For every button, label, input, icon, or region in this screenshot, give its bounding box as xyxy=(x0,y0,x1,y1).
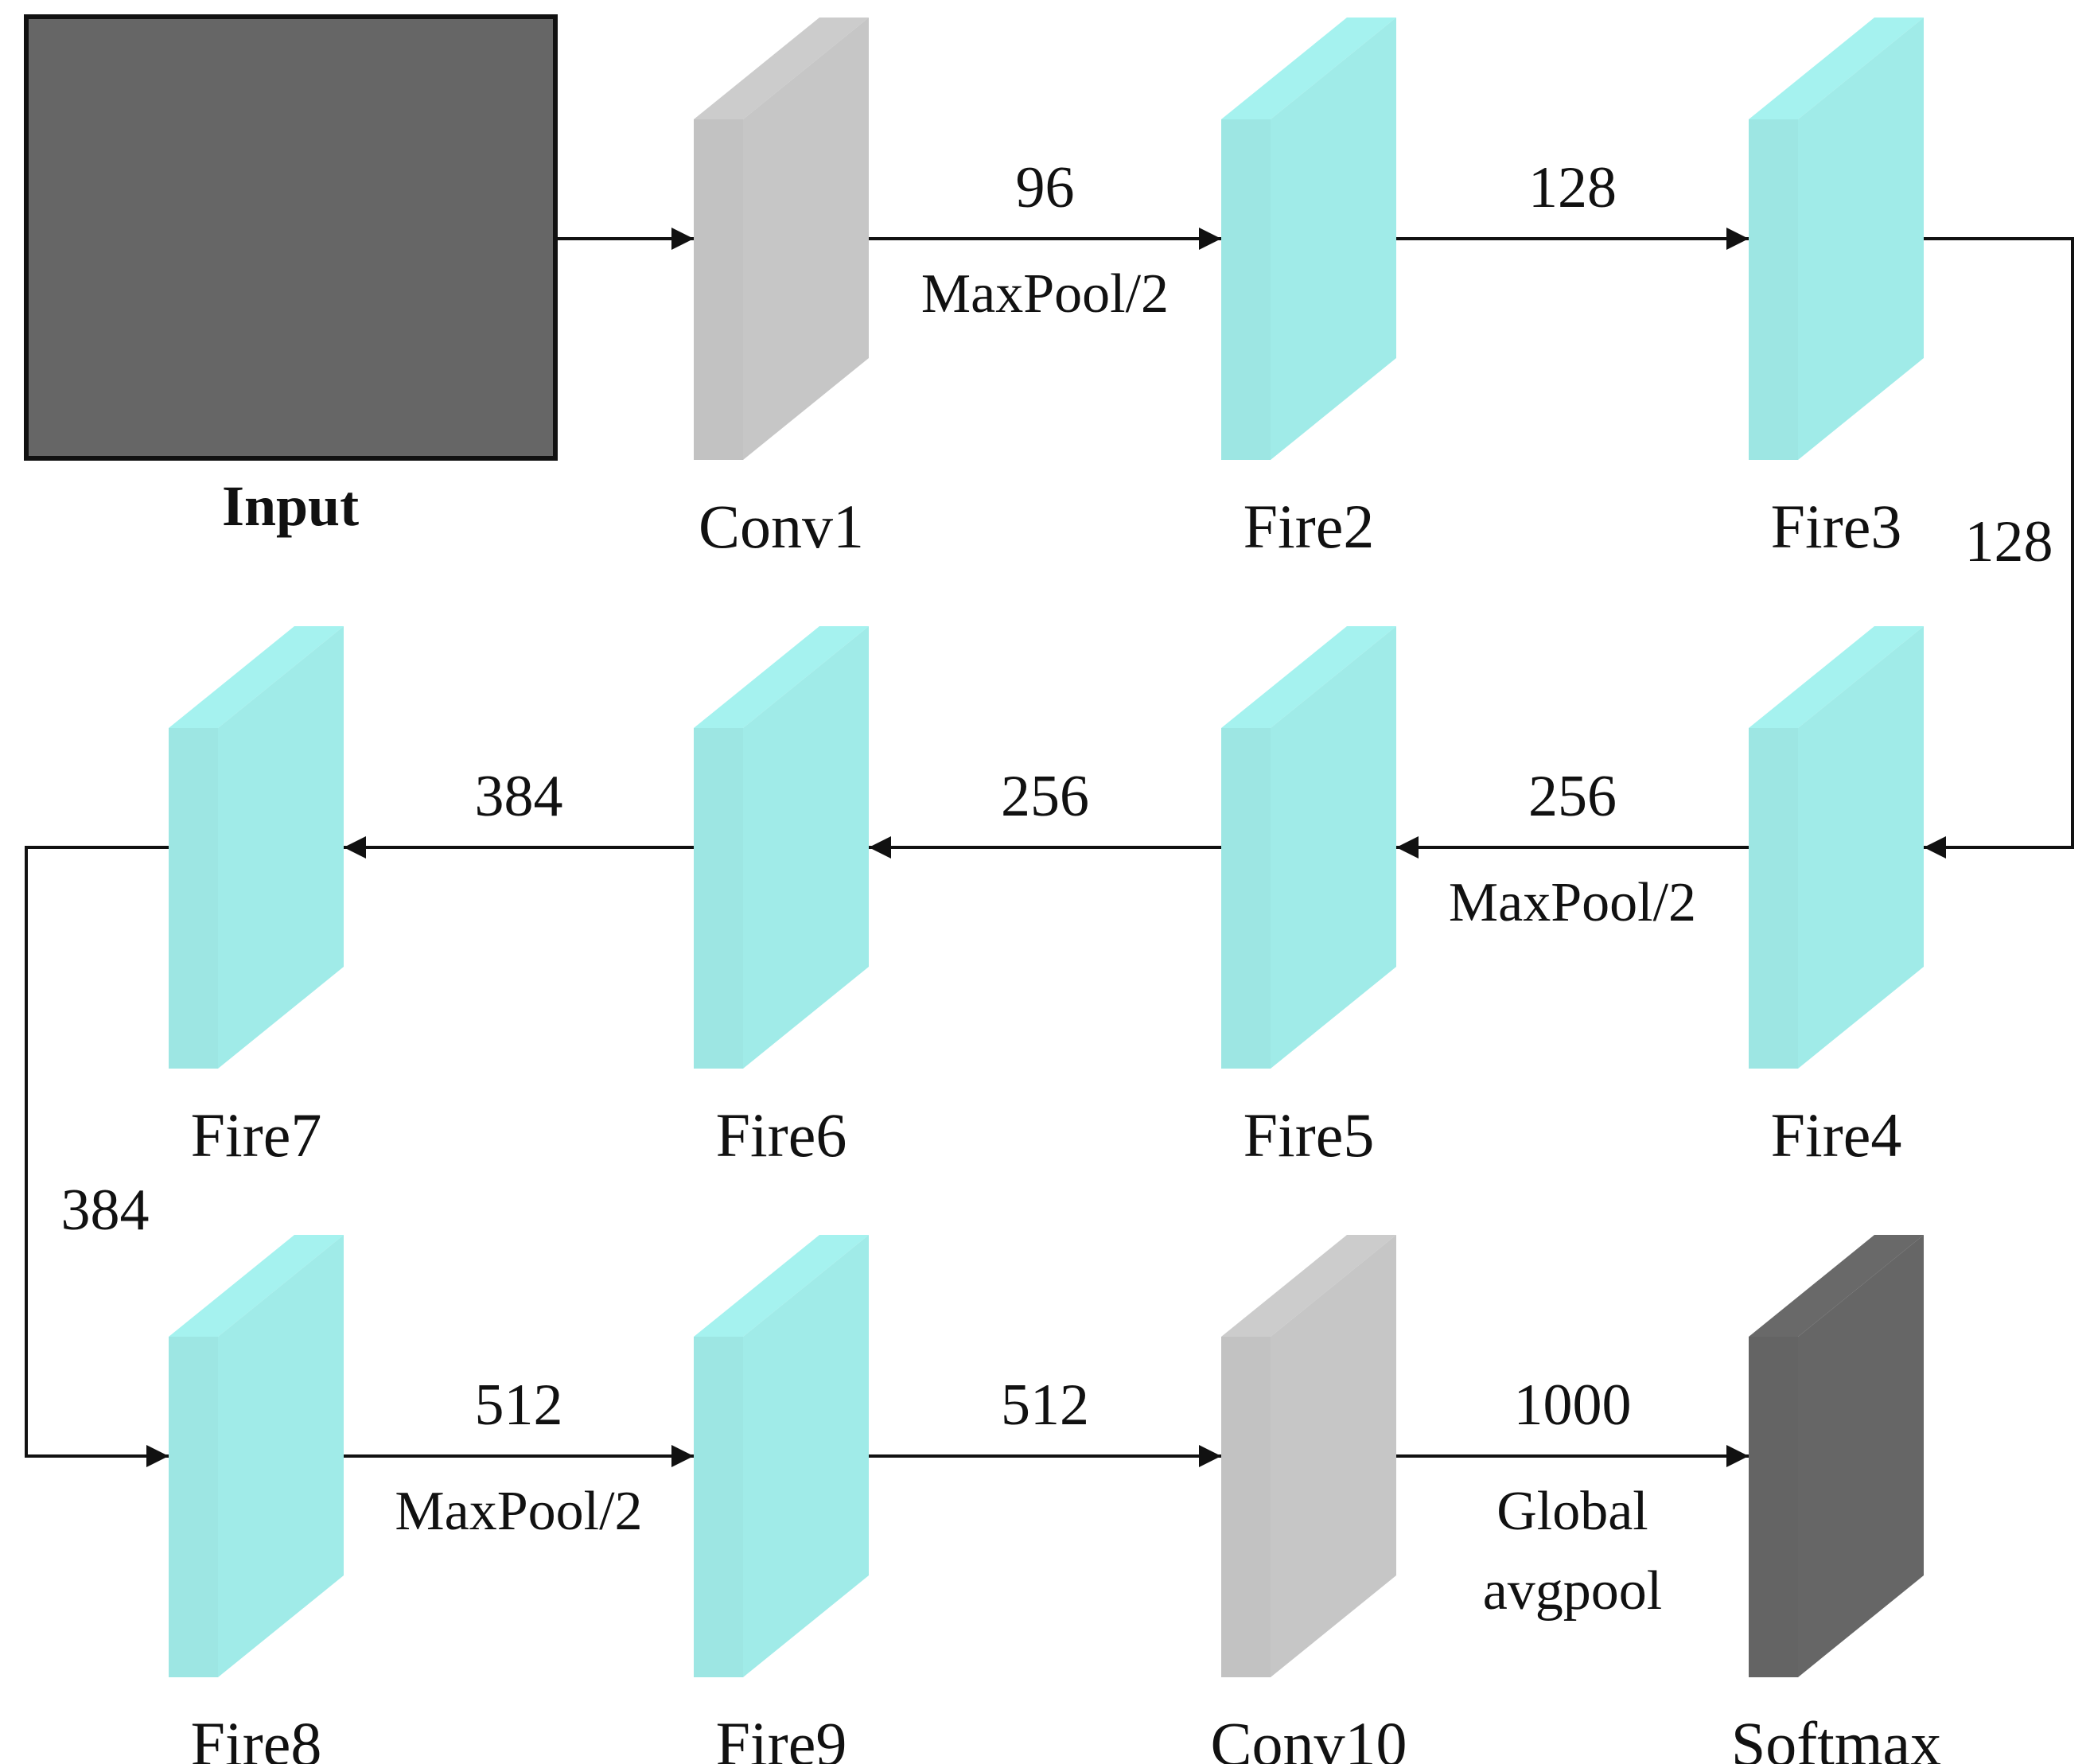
fire8-top-face xyxy=(169,1235,344,1337)
fire6-label: Fire6 xyxy=(716,1100,847,1170)
softmax-block: Softmax xyxy=(1731,1235,1941,1764)
edge-fire8-fire9-arrowhead xyxy=(671,1445,694,1467)
edge-fire8-fire9-channels: 512 xyxy=(475,1373,563,1438)
edge-conv1-fire2-op: MaxPool/2 xyxy=(921,263,1169,325)
edge-fire8-fire9-op: MaxPool/2 xyxy=(395,1481,642,1542)
fire5-front-face xyxy=(1221,728,1271,1069)
fire3-side-face xyxy=(1798,18,1924,460)
edge-fire3-fire4-line xyxy=(1924,237,2074,849)
softmax-label: Softmax xyxy=(1731,1709,1941,1764)
input-label: Input xyxy=(222,474,359,538)
conv1-side-face xyxy=(743,18,869,460)
fire5-top-face xyxy=(1221,626,1396,728)
fire9-front-face xyxy=(694,1337,743,1677)
conv1-label: Conv1 xyxy=(699,492,864,561)
edge-fire5-fire6-channels: 256 xyxy=(1001,764,1089,829)
fire7-top-face xyxy=(169,626,344,728)
edge-fire9-conv10-arrowhead xyxy=(1199,1445,1221,1467)
edge-fire6-fire7-channels: 384 xyxy=(475,764,563,829)
fire2-top-face xyxy=(1221,18,1396,119)
conv1-block: Conv1 xyxy=(694,18,869,561)
fire5-block: Fire5 xyxy=(1221,626,1396,1170)
fire3-top-face xyxy=(1749,18,1924,119)
fire4-front-face xyxy=(1749,728,1798,1069)
fire7-side-face xyxy=(218,626,344,1069)
fire4-top-face xyxy=(1749,626,1924,728)
edge-fire4-fire5-channels: 256 xyxy=(1528,764,1617,829)
fire7-block: Fire7 xyxy=(169,626,344,1170)
edge-conv1-fire2-channels: 96 xyxy=(1016,155,1075,220)
fire9-label: Fire9 xyxy=(716,1709,847,1764)
edge-fire3-fire4-channels: 128 xyxy=(1965,509,2053,574)
fire4-block: Fire4 xyxy=(1749,626,1924,1170)
conv1-top-face xyxy=(694,18,869,119)
conv10-front-face xyxy=(1221,1337,1271,1677)
fire9-block: Fire9 xyxy=(694,1235,869,1764)
edge-fire2-fire3-channels: 128 xyxy=(1528,155,1617,220)
conv1-front-face xyxy=(694,119,743,460)
edge-fire6-fire7-arrowhead xyxy=(344,836,366,859)
conv10-label: Conv10 xyxy=(1210,1709,1407,1764)
fire9-top-face xyxy=(694,1235,869,1337)
edge-fire7-fire8-channels: 384 xyxy=(61,1178,150,1243)
fire7-front-face xyxy=(169,728,218,1069)
fire8-front-face xyxy=(169,1337,218,1677)
fire8-block: Fire8 xyxy=(169,1235,344,1764)
edge-fire5-fire6-arrowhead xyxy=(869,836,891,859)
fire2-side-face xyxy=(1271,18,1396,460)
edge-fire4-fire5-op: MaxPool/2 xyxy=(1449,872,1696,933)
fire2-front-face xyxy=(1221,119,1271,460)
edge-conv10-softmax-channels: 1000 xyxy=(1514,1373,1632,1438)
fire6-block: Fire6 xyxy=(694,626,869,1170)
fire7-label: Fire7 xyxy=(191,1100,322,1170)
softmax-side-face xyxy=(1798,1235,1924,1677)
fire6-side-face xyxy=(743,626,869,1069)
fire3-label: Fire3 xyxy=(1771,492,1902,561)
fire5-label: Fire5 xyxy=(1243,1100,1375,1170)
conv10-top-face xyxy=(1221,1235,1396,1337)
fire3-block: Fire3 xyxy=(1749,18,1924,561)
fire4-side-face xyxy=(1798,626,1924,1069)
fire6-front-face xyxy=(694,728,743,1069)
edge-input-conv1-arrowhead xyxy=(671,228,694,250)
fire4-label: Fire4 xyxy=(1771,1100,1902,1170)
input-block xyxy=(24,14,558,461)
conv10-side-face xyxy=(1271,1235,1396,1677)
softmax-front-face xyxy=(1749,1337,1798,1677)
fire2-label: Fire2 xyxy=(1243,492,1375,561)
fire9-side-face xyxy=(743,1235,869,1677)
edge-fire3-fire4-arrowhead xyxy=(1924,836,1946,859)
edge-fire2-fire3-arrowhead xyxy=(1726,228,1749,250)
fire2-block: Fire2 xyxy=(1221,18,1396,561)
softmax-top-face xyxy=(1749,1235,1924,1337)
fire3-front-face xyxy=(1749,119,1798,460)
edge-fire7-fire8-arrowhead xyxy=(146,1445,169,1467)
conv10-block: Conv10 xyxy=(1210,1235,1407,1764)
edge-conv10-softmax-op2: avgpool xyxy=(1483,1560,1663,1622)
fire6-top-face xyxy=(694,626,869,728)
fire8-label: Fire8 xyxy=(191,1709,322,1764)
edge-labels: 96MaxPool/2128128256MaxPool/225638438451… xyxy=(61,155,2053,1622)
edge-conv10-softmax-arrowhead xyxy=(1726,1445,1749,1467)
edge-fire4-fire5-arrowhead xyxy=(1396,836,1419,859)
connections xyxy=(25,228,2074,1467)
edge-conv10-softmax-op: Global xyxy=(1496,1481,1648,1542)
edge-fire7-fire8-line xyxy=(25,846,169,1458)
fire5-side-face xyxy=(1271,626,1396,1069)
edge-conv1-fire2-arrowhead xyxy=(1199,228,1221,250)
edge-fire9-conv10-channels: 512 xyxy=(1001,1373,1089,1438)
fire8-side-face xyxy=(218,1235,344,1677)
